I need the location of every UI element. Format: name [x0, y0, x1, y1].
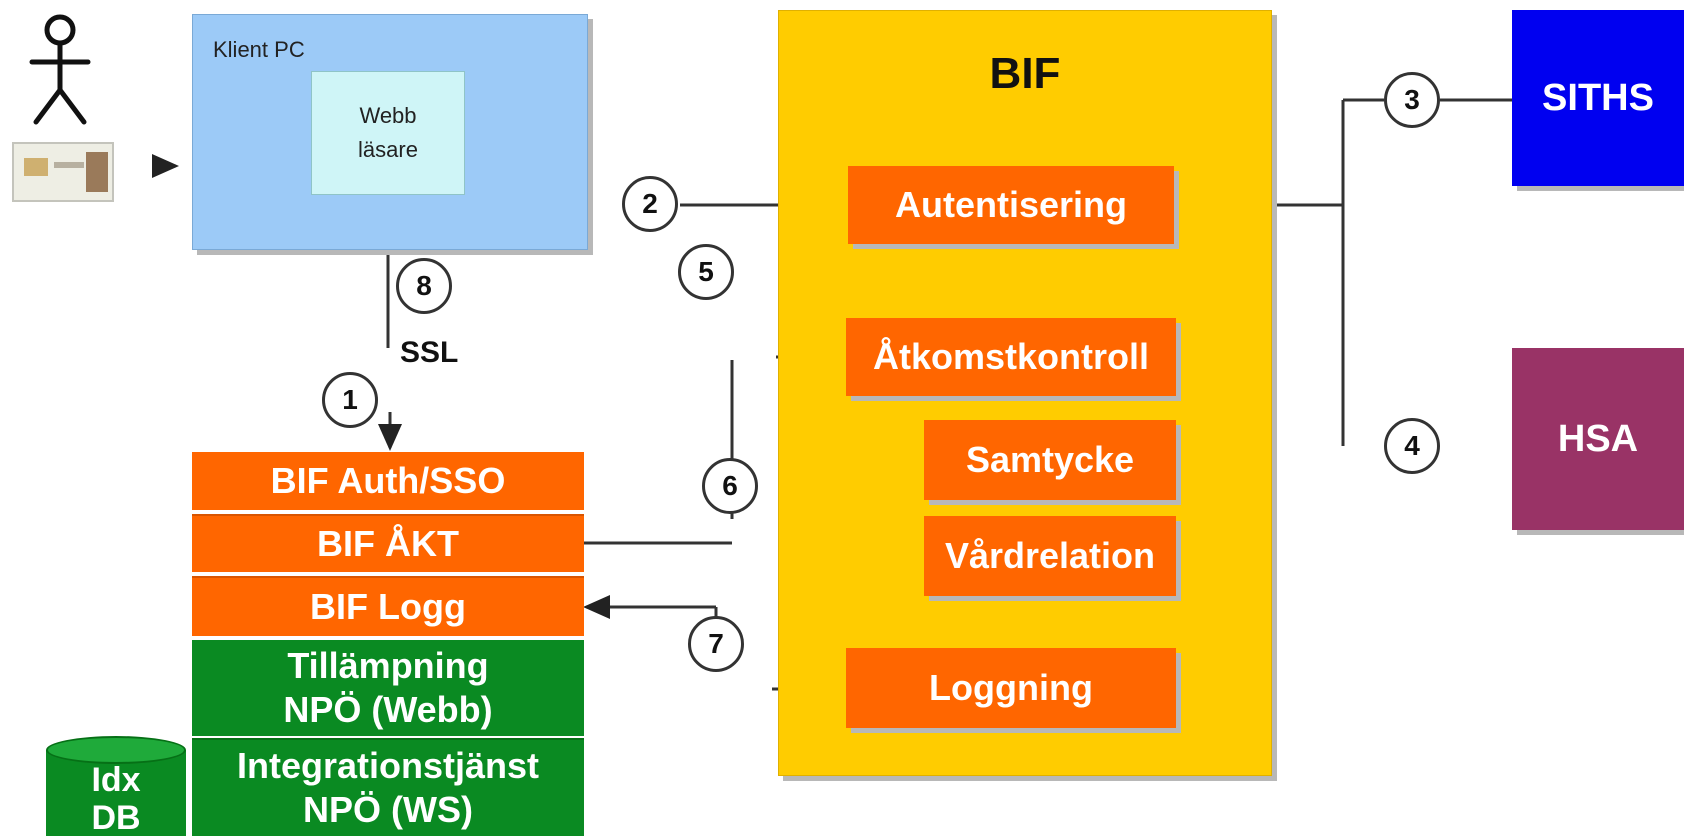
bif-title: BIF: [989, 49, 1061, 98]
database-label: Idx DB: [91, 761, 141, 837]
siths-label: SITHS: [1542, 76, 1654, 119]
authentication-label: Autentisering: [894, 184, 1127, 225]
care-relation-module: Vårdrelation: [924, 516, 1176, 596]
card-photo-icon: [86, 152, 108, 192]
application-layer: Tillämpning NPÖ (Webb): [192, 640, 584, 736]
client-pc-box: Klient PC Webb läsare: [192, 14, 588, 250]
bif-logg-label: BIF Logg: [310, 586, 466, 627]
integration-service-layer: Integrationstjänst NPÖ (WS): [192, 738, 584, 836]
step-4-marker: 4: [1384, 418, 1440, 474]
consent-label: Samtycke: [965, 439, 1135, 480]
access-control-label: Åtkomstkontroll: [872, 336, 1149, 377]
step-6-marker: 6: [702, 458, 758, 514]
step-7-marker: 7: [688, 616, 744, 672]
authentication-module: Autentisering: [848, 166, 1174, 244]
care-relation-label: Vårdrelation: [944, 535, 1156, 576]
card-chip-icon: [24, 158, 48, 176]
client-pc-title: Klient PC: [213, 37, 305, 62]
bif-akt-label: BIF ÅKT: [317, 523, 459, 564]
integration-service-label: Integrationstjänst NPÖ (WS): [236, 745, 540, 830]
bif-auth-sso-label: BIF Auth/SSO: [270, 460, 506, 501]
step-2-marker: 2: [622, 176, 678, 232]
ssl-label: SSL: [400, 336, 459, 369]
access-control-module: Åtkomstkontroll: [846, 318, 1176, 396]
smart-card-icon: [12, 142, 114, 202]
card-text-icon: [54, 162, 84, 168]
hsa-label: HSA: [1557, 417, 1639, 460]
bif-akt-layer: BIF ÅKT: [192, 514, 584, 572]
database-body: [46, 750, 186, 836]
user-icon: [29, 14, 91, 125]
siths-box: SITHS: [1512, 10, 1684, 186]
index-database-cylinder: Idx DB: [46, 736, 186, 837]
hsa-box: HSA: [1512, 348, 1684, 530]
consent-module: Samtycke: [924, 420, 1176, 500]
step-8-marker: 8: [396, 258, 452, 314]
bif-auth-sso-layer: BIF Auth/SSO: [192, 452, 584, 510]
logging-label: Loggning: [929, 667, 1093, 708]
step-5-marker: 5: [678, 244, 734, 300]
application-label: Tillämpning NPÖ (Webb): [283, 645, 493, 730]
logging-module: Loggning: [846, 648, 1176, 728]
web-browser-label: Webb läsare: [358, 103, 418, 162]
step-1-marker: 1: [322, 372, 378, 428]
step-3-marker: 3: [1384, 72, 1440, 128]
web-browser-box: Webb läsare: [311, 71, 465, 195]
database-top: [46, 736, 186, 764]
bif-logg-layer: BIF Logg: [192, 576, 584, 636]
